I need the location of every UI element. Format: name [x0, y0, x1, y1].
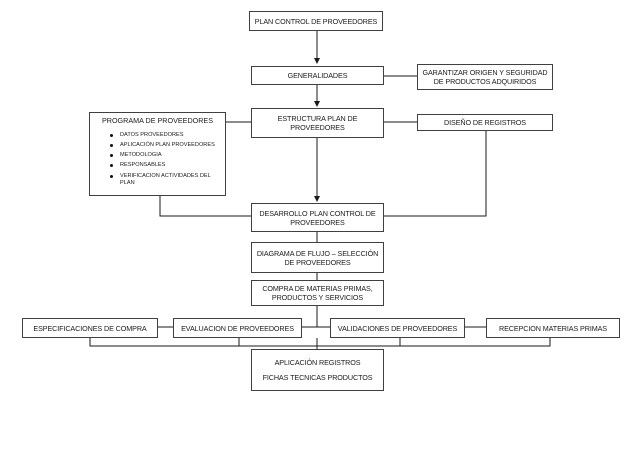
recepcion-box: RECEPCION MATERIAS PRIMAS	[486, 318, 620, 338]
fichas-tecnicas-label: FICHAS TECNICAS PRODUCTOS	[262, 373, 373, 383]
diseno-registros-label: DISEÑO DE REGISTROS	[444, 118, 526, 127]
programa-item: APLICACIÓN PLAN PROVEEDORES	[110, 142, 225, 150]
desarrollo-line-2: PROVEEDORES	[290, 217, 345, 227]
link-diseno-desarrollo	[384, 131, 487, 217]
estructura-line-1: ESTRUCTURA PLAN DE	[277, 114, 358, 123]
evaluacion-label: EVALUACION DE PROVEEDORES	[181, 323, 294, 333]
recepcion-label: RECEPCION MATERIAS PRIMAS	[499, 323, 607, 333]
diseno-registros-box: DISEÑO DE REGISTROS	[417, 114, 553, 131]
programa-proveedores-box: PROGRAMA DE PROVEEDORES DATOS PROVEEDORE…	[89, 112, 226, 196]
validaciones-label: VALIDACIONES DE PROVEEDORES	[337, 323, 458, 333]
programa-list: DATOS PROVEEDORES APLICACIÓN PLAN PROVEE…	[90, 132, 225, 188]
programa-item: VERIFICACION ACTIVIDADES DEL PLAN	[110, 173, 225, 188]
diagrama-flujo-line-1: DIAGRAMA DE FLUJO – SELECCIÓN	[256, 248, 379, 258]
programa-item: METODOLOGIA	[110, 152, 225, 160]
programa-title: PROGRAMA DE PROVEEDORES	[101, 116, 214, 125]
generalidades-label: GENERALIDADES	[287, 71, 348, 80]
diagrama-flujo-box: DIAGRAMA DE FLUJO – SELECCIÓN DE PROVEED…	[251, 242, 384, 273]
estructura-line-2: PROVEEDORES	[290, 123, 345, 132]
desarrollo-line-1: DESARROLLO PLAN CONTROL DE	[259, 208, 376, 218]
evaluacion-box: EVALUACION DE PROVEEDORES	[173, 318, 302, 338]
programa-item: RESPONSABLES	[110, 162, 225, 170]
estructura-box: ESTRUCTURA PLAN DE PROVEEDORES	[251, 108, 384, 138]
validaciones-box: VALIDACIONES DE PROVEEDORES	[330, 318, 465, 338]
link-bottom-bus	[89, 338, 551, 347]
link-programa-desarrollo	[159, 196, 251, 217]
garantizar-line-2: DE PRODUCTOS ADQUIRIDOS	[433, 77, 537, 86]
desarrollo-box: DESARROLLO PLAN CONTROL DE PROVEEDORES	[251, 203, 384, 232]
compra-line-1: COMPRA DE MATERIAS PRIMAS,	[262, 284, 373, 293]
especificaciones-label: ESPECIFICACIONES DE COMPRA	[33, 323, 147, 333]
aplicacion-registros-label: APLICACIÓN REGISTROS	[274, 357, 361, 367]
garantizar-line-1: GARANTIZAR ORIGEN Y SEGURIDAD	[422, 68, 548, 77]
aplicacion-box: APLICACIÓN REGISTROS FICHAS TECNICAS PRO…	[251, 349, 384, 391]
diagrama-flujo-line-2: DE PROVEEDORES	[284, 257, 351, 267]
compra-box: COMPRA DE MATERIAS PRIMAS, PRODUCTOS Y S…	[251, 280, 384, 306]
plan-control-label: PLAN CONTROL DE PROVEEDORES	[254, 16, 378, 26]
especificaciones-box: ESPECIFICACIONES DE COMPRA	[22, 318, 158, 338]
garantizar-box: GARANTIZAR ORIGEN Y SEGURIDAD DE PRODUCT…	[417, 64, 553, 90]
programa-item: DATOS PROVEEDORES	[110, 132, 225, 140]
plan-control-box: PLAN CONTROL DE PROVEEDORES	[249, 11, 383, 31]
compra-line-2: PRODUCTOS Y SERVICIOS	[271, 293, 364, 302]
generalidades-box: GENERALIDADES	[251, 66, 384, 85]
